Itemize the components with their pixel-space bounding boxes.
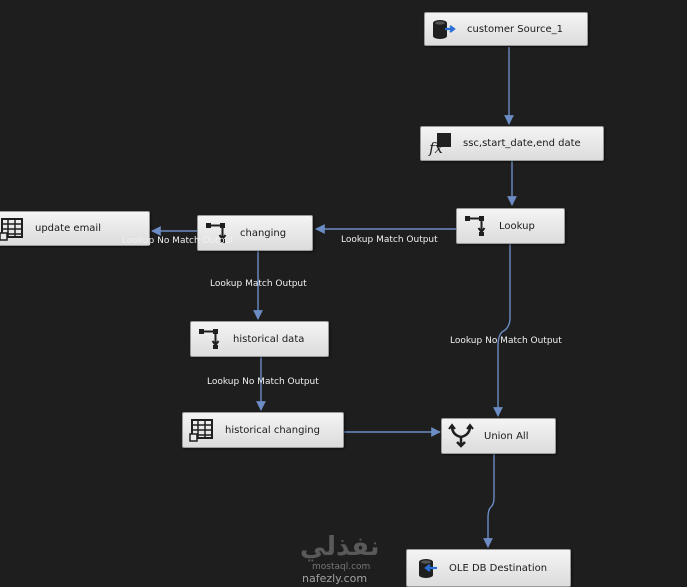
historical-changing-label: historical changing: [225, 424, 320, 436]
edge-label-lookup-no-match: Lookup No Match Output: [450, 336, 562, 346]
historical-changing-node[interactable]: historical changing: [182, 412, 344, 448]
ole-db-command-icon: [0, 216, 25, 242]
lookup-icon: [463, 213, 489, 239]
svg-text:fx: fx: [428, 139, 444, 157]
update-email-label: update email: [35, 223, 101, 234]
database-source-icon: [431, 16, 457, 42]
historical-data-node[interactable]: historical data: [190, 321, 329, 357]
connector-union-all-to-destination[interactable]: [483, 454, 495, 548]
edge-label-changing-no-match: Lookup No Match Output: [122, 236, 234, 246]
union-all-node[interactable]: Union All: [441, 418, 556, 454]
ole-db-destination-label: OLE DB Destination: [449, 562, 548, 574]
edge-label-lookup-match: Lookup Match Output: [341, 235, 438, 245]
watermark-brand: نفذلي: [300, 532, 380, 562]
lookup-icon: [197, 326, 223, 352]
union-all-icon: [448, 423, 474, 449]
changing-node[interactable]: changing: [197, 215, 313, 251]
ole-db-command-icon: [189, 417, 215, 443]
database-destination-icon: [413, 555, 439, 581]
derived-column-node[interactable]: fx ssc,start_date,end date: [420, 126, 604, 161]
ole-db-destination-node[interactable]: OLE DB Destination: [406, 549, 571, 587]
derived-column-label: ssc,start_date,end date: [463, 138, 581, 149]
lookup-node[interactable]: Lookup: [456, 208, 565, 244]
update-email-node[interactable]: update email: [0, 211, 150, 246]
union-all-label: Union All: [484, 430, 529, 442]
connector-lookup-to-union-all[interactable]: [493, 244, 511, 417]
derived-column-fx-icon: fx: [427, 131, 453, 157]
watermark-sub: mostaql.com: [312, 562, 371, 572]
lookup-icon: [204, 220, 230, 246]
watermark-logo: نفذلي mostaql.com nafezly.com: [300, 532, 390, 585]
lookup-label: Lookup: [499, 220, 535, 232]
customer-source-label: customer Source_1: [467, 23, 563, 35]
watermark-site: nafezly.com: [302, 572, 368, 585]
historical-data-label: historical data: [233, 333, 305, 345]
edge-label-historical-no-match: Lookup No Match Output: [207, 377, 319, 387]
customer-source-node[interactable]: customer Source_1: [424, 12, 588, 46]
edge-label-changing-match: Lookup Match Output: [210, 279, 307, 289]
changing-label: changing: [240, 227, 287, 239]
